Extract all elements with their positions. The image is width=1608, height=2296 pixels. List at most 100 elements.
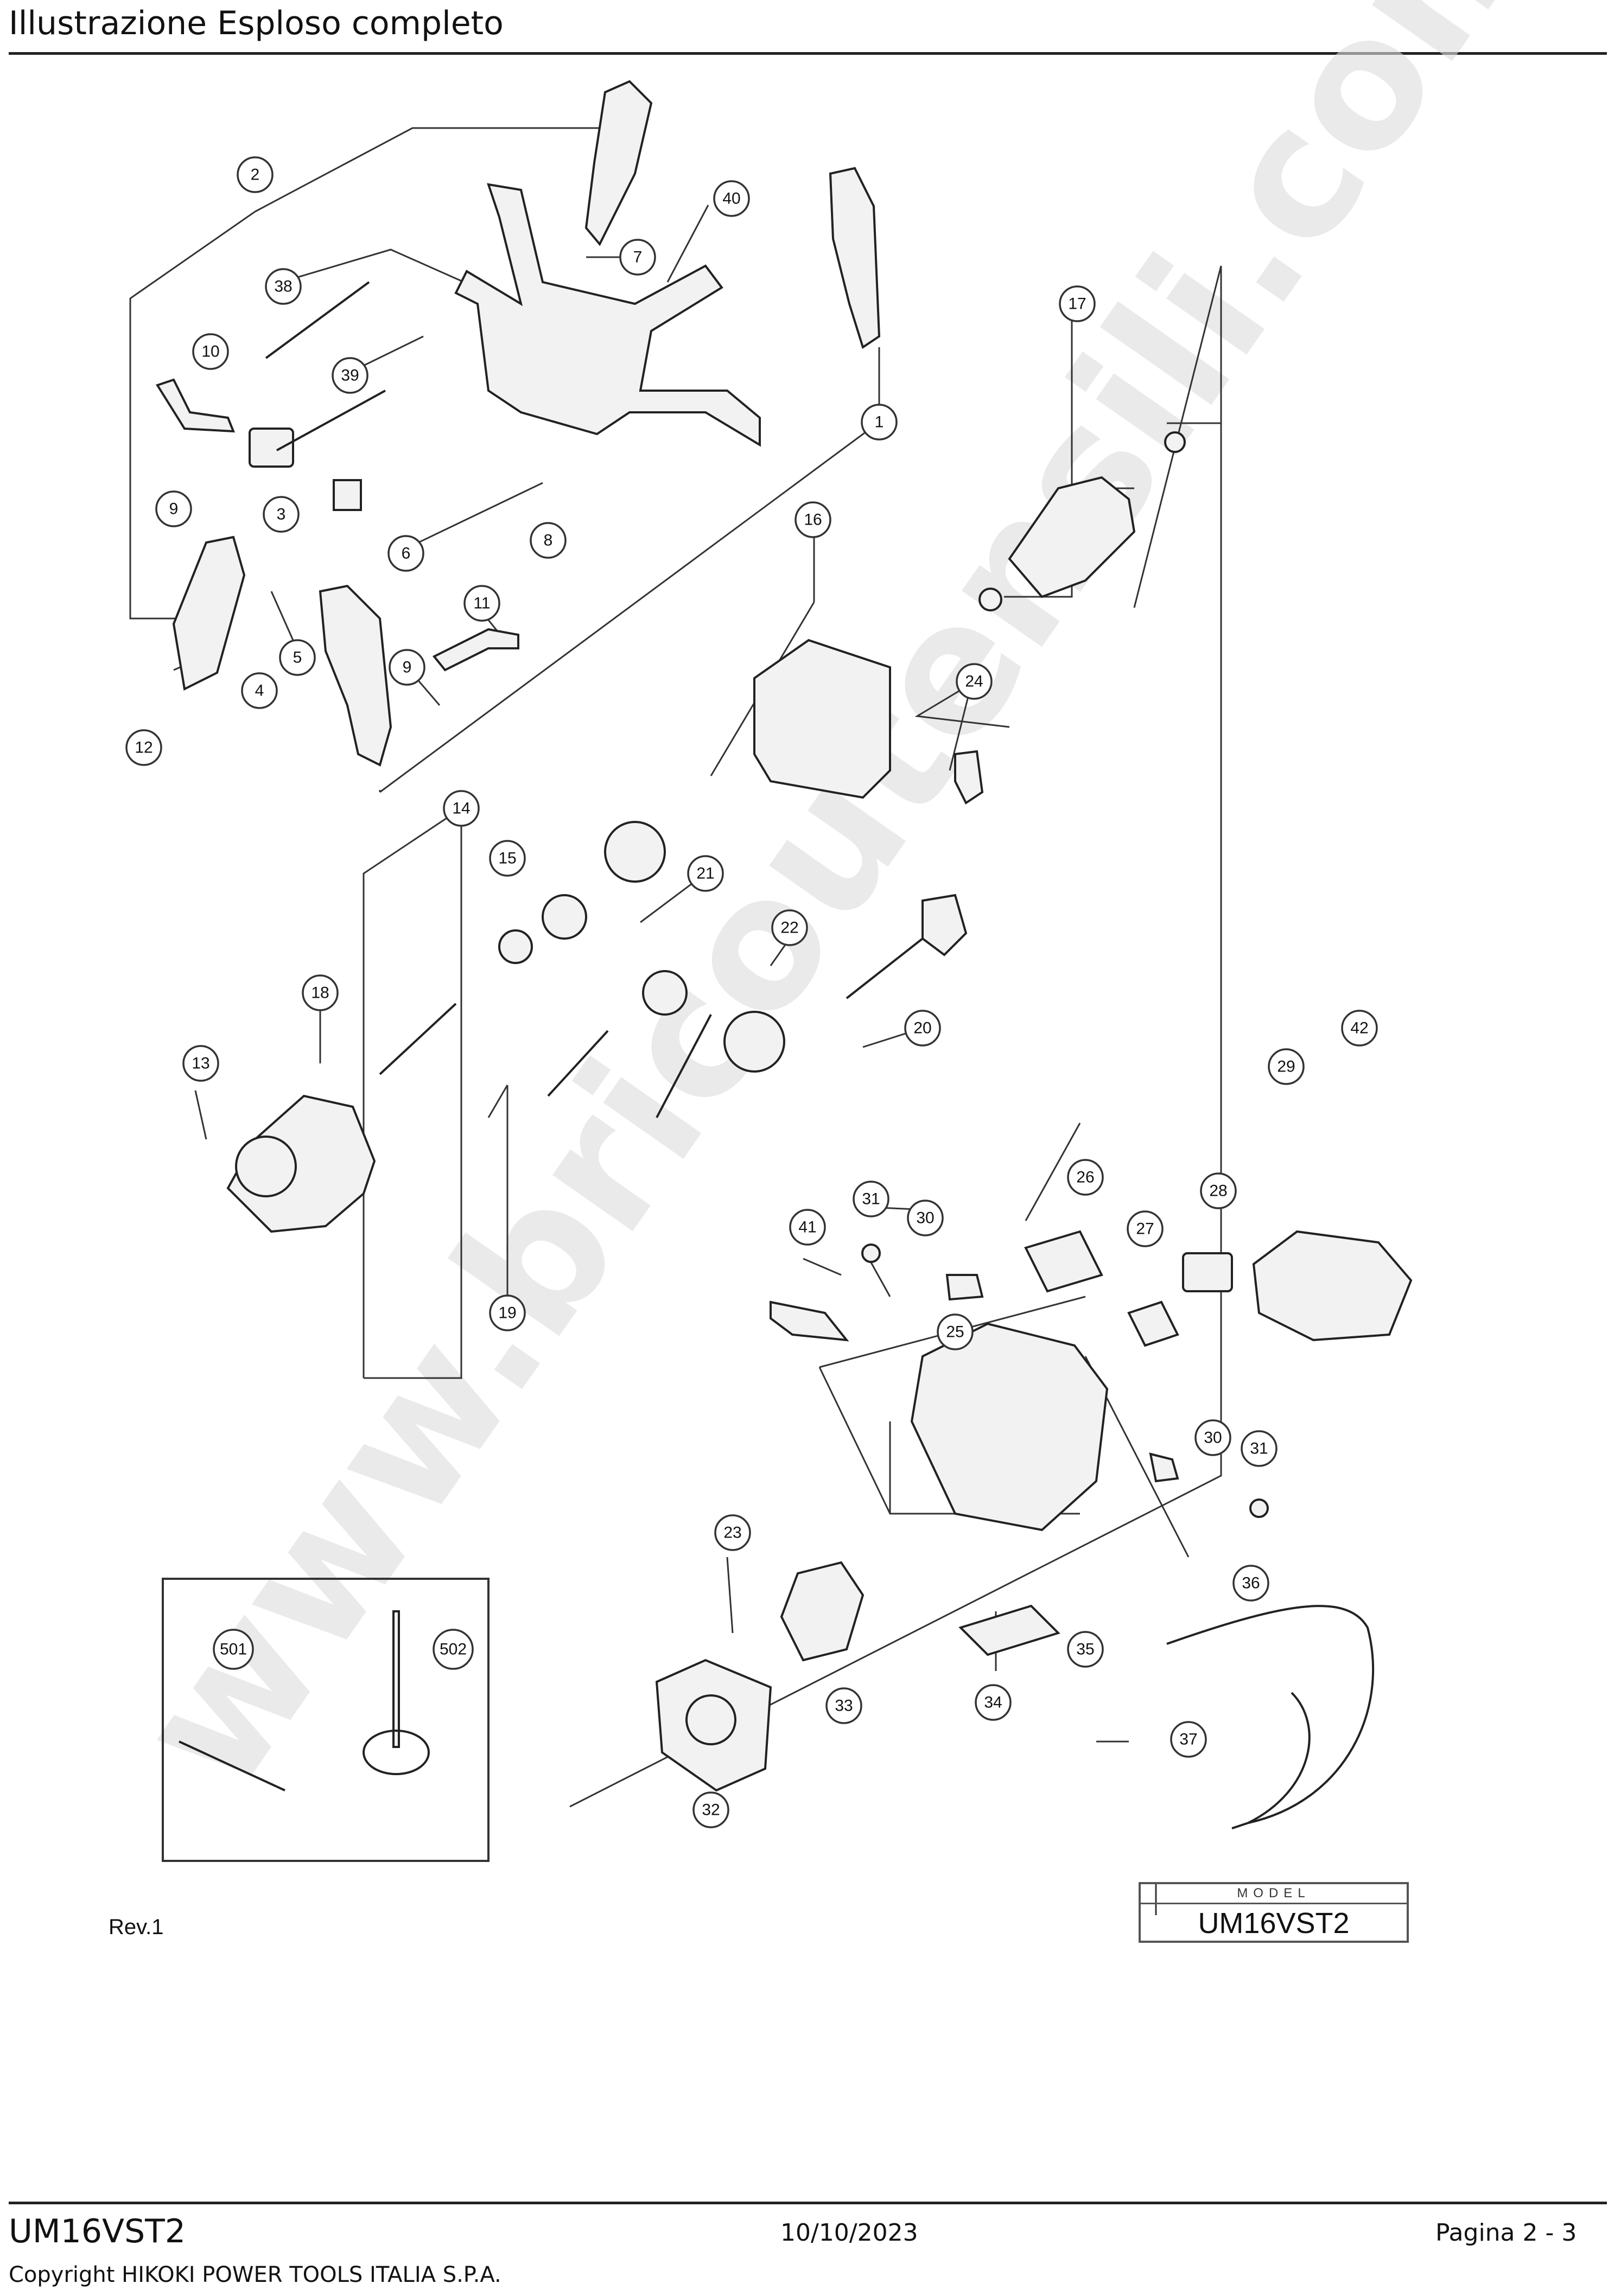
callout-22: 22 [771, 909, 808, 946]
callout-circle [1341, 1010, 1378, 1047]
gear-21 [642, 970, 688, 1016]
callout-26: 26 [1067, 1159, 1104, 1196]
callout-circle [861, 404, 898, 441]
callout-16: 16 [795, 501, 831, 538]
model-box: MODEL UM16VST2 [1139, 1882, 1409, 1943]
callout-circle [1067, 1631, 1104, 1668]
cord-37 [1166, 1605, 1375, 1829]
callout-circle [265, 268, 302, 305]
callout-number: 8 [544, 532, 553, 550]
callout-number: 10 [201, 343, 219, 361]
callout-3: 3 [263, 496, 300, 533]
model-box-value: UM16VST2 [1198, 1907, 1350, 1940]
callout-group: 1234567899101112131415161718192021222324… [125, 156, 1378, 1828]
callout-number: 35 [1076, 1641, 1094, 1659]
callout-circle [1232, 1565, 1269, 1602]
callout-circle [789, 1209, 826, 1246]
plate-32-hole [685, 1694, 736, 1745]
callout-circle [241, 672, 278, 709]
callout-number: 26 [1076, 1169, 1094, 1187]
callout-circle [1170, 1721, 1207, 1758]
callout-29: 29 [1268, 1048, 1305, 1085]
callout-circle [237, 156, 274, 193]
switch-lever-24 [954, 750, 984, 805]
callout-32: 32 [692, 1791, 729, 1828]
handle-cover-right [584, 80, 653, 246]
callout-42: 42 [1341, 1010, 1378, 1047]
bearing-16 [978, 588, 1002, 611]
callout-number: 19 [498, 1304, 516, 1322]
callout-1: 1 [861, 404, 898, 441]
callout-number: 29 [1277, 1058, 1295, 1076]
callout-number: 40 [722, 190, 740, 208]
rod-39 [276, 390, 386, 451]
bracket-20 [921, 894, 968, 956]
callout-number: 41 [798, 1219, 816, 1236]
callout-number: 31 [1250, 1440, 1268, 1458]
callout-number: 11 [473, 595, 490, 613]
callout-number: 16 [804, 511, 822, 529]
callout-circle [956, 663, 993, 700]
callout-34: 34 [975, 1684, 1012, 1721]
callout-15: 15 [489, 840, 526, 877]
callout-25: 25 [937, 1313, 974, 1350]
callout-4: 4 [241, 672, 278, 709]
callout-circle [771, 909, 808, 946]
callout-number: 21 [696, 865, 714, 883]
callout-number: 4 [255, 682, 264, 700]
callout-circle [530, 522, 567, 559]
stirrer-extension-501 [179, 1740, 285, 1791]
callout-35: 35 [1067, 1631, 1104, 1668]
callout-number: 38 [274, 278, 292, 296]
callout-9: 9 [155, 490, 192, 527]
callout-circle [389, 649, 425, 686]
callout-501: 501 [213, 1629, 254, 1670]
callout-19: 19 [489, 1294, 526, 1331]
callout-circle [279, 639, 316, 676]
stator-housing [910, 1322, 1109, 1532]
callout-number: 17 [1068, 295, 1086, 313]
brush-cap-30b [1149, 1452, 1179, 1483]
shaft-23 [656, 1014, 712, 1118]
bracket-41 [770, 1300, 849, 1342]
callout-11: 11 [463, 585, 500, 622]
callout-circle [692, 1791, 729, 1828]
callout-circle [1241, 1430, 1277, 1467]
washer-31a [861, 1243, 881, 1263]
bearing-15b [498, 929, 533, 964]
gear-large-top [604, 821, 666, 883]
footer-model: UM16VST2 [9, 2212, 186, 2250]
callout-28: 28 [1200, 1172, 1237, 1209]
brush-holder-28 [1182, 1252, 1233, 1292]
callout-number: 28 [1209, 1182, 1227, 1200]
callout-37: 37 [1170, 1721, 1207, 1758]
callout-40: 40 [713, 180, 750, 217]
callout-circle [907, 1200, 944, 1236]
callout-number: 27 [1136, 1220, 1154, 1238]
callout-number: 15 [498, 850, 516, 868]
callout-number: 7 [633, 248, 643, 266]
callout-circle [463, 585, 500, 622]
callout-circle [155, 490, 192, 527]
callout-23: 23 [714, 1514, 751, 1551]
callout-number: 501 [220, 1641, 247, 1659]
callout-number: 502 [440, 1641, 467, 1659]
bearing-17 [1164, 431, 1186, 453]
callout-circle [713, 180, 750, 217]
footer-divider [9, 2202, 1607, 2204]
callout-circle [1127, 1210, 1164, 1247]
callout-circle [182, 1045, 219, 1082]
callout-number: 20 [913, 1019, 931, 1037]
callout-number: 9 [169, 500, 179, 518]
field-33 [780, 1561, 865, 1662]
callout-circle [443, 790, 480, 827]
bearing-15 [542, 894, 587, 940]
callout-circle [825, 1687, 862, 1724]
footer-copyright: Copyright HIKOKI POWER TOOLS ITALIA S.P.… [9, 2262, 501, 2287]
callout-number: 34 [984, 1694, 1002, 1712]
callout-number: 18 [311, 984, 329, 1002]
callout-13: 13 [182, 1045, 219, 1082]
revision-label: Rev.1 [109, 1915, 164, 1939]
footer-page-number: Pagina 2 - 3 [1435, 2219, 1577, 2247]
callout-circle [332, 357, 368, 394]
